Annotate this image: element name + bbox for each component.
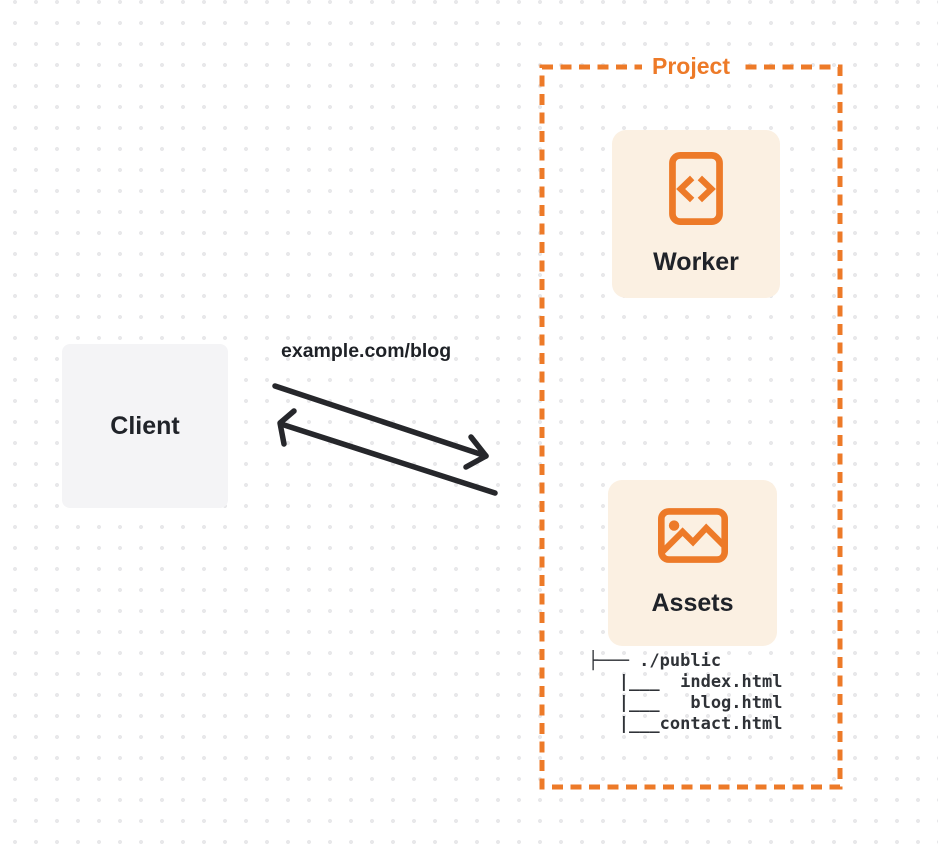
assets-label: Assets [651,589,734,617]
tree-line-public: ├─── ./public [588,651,722,671]
project-label: Project [642,51,740,81]
request-arrow [272,383,489,470]
worker-label: Worker [653,247,739,276]
request-url-label: example.com/blog [281,340,452,362]
client-label: Client [110,411,180,440]
client-box: Client [62,344,228,508]
worker-card: Worker [612,130,780,298]
code-document-icon [669,151,723,225]
tree-line-contact: |___contact.html [588,714,783,734]
tree-line-index: |___ index.html [588,672,783,692]
assets-card: Assets [608,480,777,646]
response-arrow [277,408,498,496]
tree-line-blog: |___ blog.html [588,693,783,713]
assets-file-tree: ├─── ./public |___ index.html |___ blog.… [588,651,782,735]
image-icon [657,508,728,563]
project-group: Project [542,51,840,81]
